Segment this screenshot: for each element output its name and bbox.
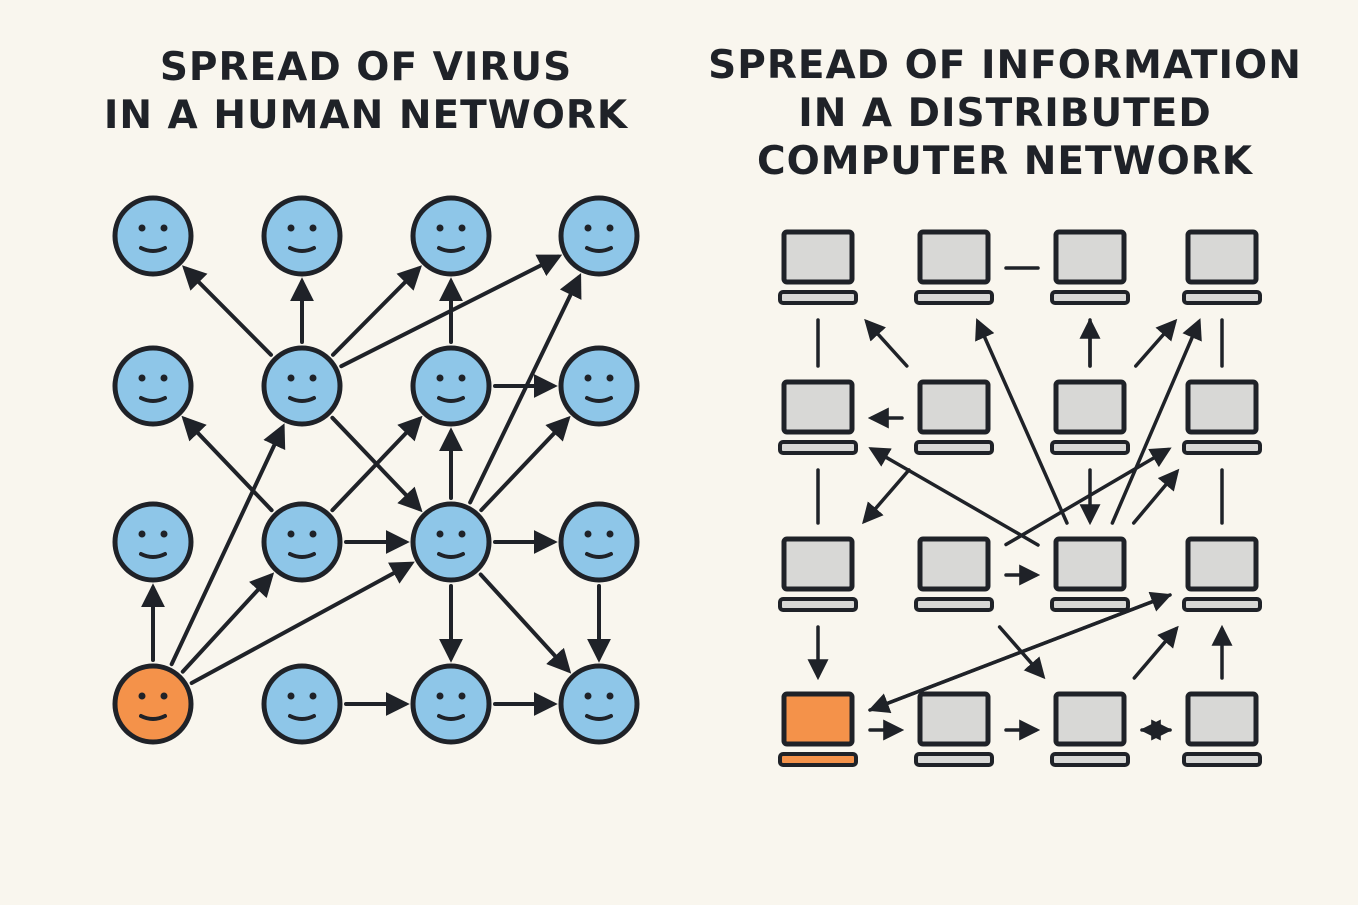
face-icon — [112, 195, 194, 277]
message-arrow — [864, 318, 909, 368]
message-arrow — [997, 625, 1046, 680]
face-icon — [112, 345, 194, 427]
face-icon — [261, 501, 343, 583]
message-arrow — [862, 468, 911, 525]
message-arrow — [868, 591, 1172, 712]
laptop-icon — [1050, 691, 1130, 767]
message-arrow — [1134, 318, 1178, 368]
computer-network-edges — [807, 266, 1233, 741]
face-icon — [410, 195, 492, 277]
virus-panel: SPREAD OF VIRUS IN A HUMAN NETWORK — [104, 45, 640, 745]
face-icon — [261, 345, 343, 427]
infection-arrow — [330, 415, 423, 513]
face-icon — [558, 663, 640, 745]
laptop-icon — [1050, 229, 1130, 305]
virus-panel-title: SPREAD OF VIRUS IN A HUMAN NETWORK — [0, 44, 732, 140]
face-icon — [558, 345, 640, 427]
laptop-icon — [1050, 536, 1130, 612]
face-icon — [410, 345, 492, 427]
computer-network-diagram — [778, 229, 1262, 767]
info-title-line-1: SPREAD OF INFORMATION — [708, 43, 1302, 88]
virus-title-line-2: IN A HUMAN NETWORK — [103, 93, 629, 138]
human-network-edges — [141, 254, 611, 716]
face-icon — [558, 501, 640, 583]
infection-arrow — [468, 273, 582, 505]
laptop-icon — [914, 229, 994, 305]
infection-arrow — [331, 265, 422, 357]
laptop-icon — [1182, 379, 1262, 455]
message-arrow — [975, 318, 1069, 525]
face-icon — [558, 195, 640, 277]
laptop-icon — [914, 691, 994, 767]
info-title-line-3: COMPUTER NETWORK — [757, 139, 1253, 184]
message-arrow — [1132, 625, 1179, 680]
source-laptop-icon — [778, 691, 858, 767]
virus-title-line-1: SPREAD OF VIRUS — [159, 45, 573, 90]
infection-arrow — [478, 572, 572, 674]
infection-arrow — [479, 415, 571, 513]
message-arrow — [1131, 468, 1180, 525]
infection-arrow — [180, 572, 275, 674]
laptop-icon — [1182, 691, 1262, 767]
message-arrow — [1110, 318, 1202, 525]
information-panel: SPREAD OF INFORMATION IN A DISTRIBUTED C… — [700, 0, 1358, 905]
laptop-icon — [778, 379, 858, 455]
face-icon — [410, 501, 492, 583]
face-icon — [112, 501, 194, 583]
infection-arrow — [181, 415, 274, 513]
laptop-icon — [778, 229, 858, 305]
laptop-icon — [1182, 536, 1262, 612]
laptop-icon — [914, 379, 994, 455]
laptop-icon — [914, 536, 994, 612]
computer-network-nodes — [778, 229, 1262, 767]
info-title-line-2: IN A DISTRIBUTED — [798, 91, 1212, 136]
human-network-diagram — [112, 195, 640, 745]
message-arrow — [1004, 447, 1172, 547]
infection-arrow — [169, 423, 286, 667]
face-icon — [261, 195, 343, 277]
message-arrow — [868, 447, 1040, 547]
face-icon — [261, 663, 343, 745]
face-icon — [410, 663, 492, 745]
human-network-nodes — [112, 195, 640, 745]
infected-person-icon — [112, 663, 194, 745]
infection-arrow — [182, 265, 273, 357]
infection-arrow — [189, 561, 415, 685]
information-panel-title: SPREAD OF INFORMATION IN A DISTRIBUTED C… — [700, 42, 1310, 186]
laptop-icon — [1050, 379, 1130, 455]
laptop-icon — [778, 536, 858, 612]
laptop-icon — [1182, 229, 1262, 305]
